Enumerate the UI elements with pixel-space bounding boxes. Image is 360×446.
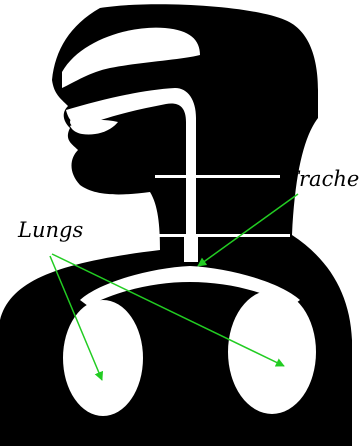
right-lung — [228, 290, 316, 414]
lip-dot — [70, 118, 78, 126]
neck-band-upper — [155, 175, 280, 178]
trachea-tube — [184, 235, 198, 262]
neck-band-lower — [152, 234, 290, 237]
trachea-label: Trachea — [285, 167, 360, 191]
lungs-label: Lungs — [17, 218, 83, 242]
